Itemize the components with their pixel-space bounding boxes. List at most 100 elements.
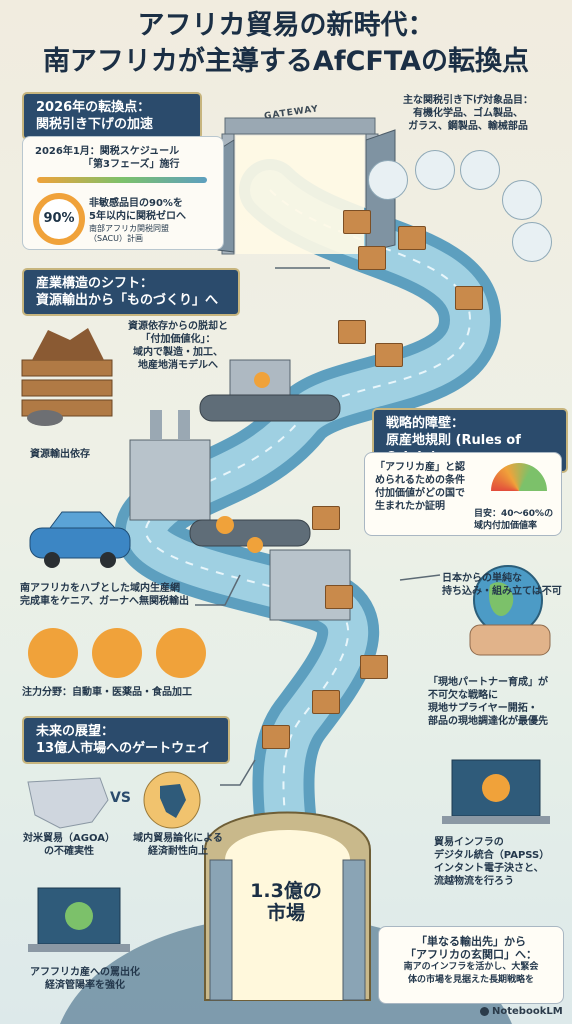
gauge-icon: [491, 463, 547, 491]
section4-header-line1: 未来の展望：: [36, 724, 115, 739]
agoa-line1: 対米貿易（AGOA）: [23, 833, 115, 844]
zero-tariff-desc2: 5年以内に関税ゼロへ: [89, 211, 186, 222]
brand-badge: NotebookLM: [480, 1006, 563, 1017]
conclusion-card: 「単なる輸出先」から 「アフリカの玄関口」へ： 南アのインフラを活かし、大緊会 …: [378, 926, 564, 1004]
us-map-graphic: [27, 777, 109, 829]
cargo-box: [398, 226, 426, 250]
box-icon: [502, 180, 542, 220]
flask-icon: [415, 150, 455, 190]
value-add-line2: 「付加価値化」：: [140, 334, 216, 345]
cargo-box: [358, 246, 386, 270]
car-icon: [28, 628, 78, 678]
phase-line2: 「第3フェーズ」施行: [83, 159, 180, 170]
gauge-line1: 目安：40〜60%の: [474, 509, 554, 519]
factory-top: [199, 359, 341, 422]
section4-header-line2: 13億人市場へのゲートウェイ: [36, 741, 211, 756]
gauge-line2: 域内付加価値率: [474, 521, 538, 531]
page-title: アフリカ貿易の新時代： 南アフリカが主導するAfCFTAの転換点: [0, 8, 572, 80]
conclusion-text: 「単なる輸出先」から 「アフリカの玄関口」へ： 南アのインフラを活かし、大緊会 …: [383, 935, 559, 987]
progress-arrow: [37, 177, 207, 183]
infra-note: 貿易インフラの デジタル統合（PAPSS） インタント電子決さと、 流越物流を行…: [434, 836, 564, 888]
origin-desc2: められるための条件: [375, 475, 465, 486]
target-goods-line3: ガラス、鋼製品、輸械部品: [408, 121, 528, 132]
market-line2: 市場: [266, 902, 305, 924]
sacu-note1: 南部アフリカ関税同盟: [89, 224, 169, 233]
gauge-label: 目安：40〜60%の 域内付加価値率: [474, 508, 553, 532]
cargo-box: [375, 343, 403, 367]
percent-ring: 90%: [33, 193, 85, 245]
vs-label: VS: [110, 790, 131, 806]
food-icon: [156, 628, 206, 678]
origin-desc4: 生まれたか証明: [375, 501, 445, 512]
value-add-line4: 地産地消モデルへ: [138, 360, 218, 371]
target-goods-line1: 主な関税引き下げ対象品目：: [403, 95, 533, 106]
car-graphic: [29, 511, 131, 568]
brand-logo-icon: [480, 1006, 489, 1016]
partner-line3: 現地サプライヤー開拓・: [428, 703, 538, 714]
infra-line4: 流越物流を行ろう: [434, 876, 514, 887]
infra-line1: 貿易インフラの: [434, 837, 504, 848]
zero-tariff-desc1: 非敏感品目の90%を: [89, 198, 183, 209]
intra-line2: 経済耐性向上: [148, 846, 208, 857]
section2-header-line2: 資源輸出から「ものづくり」へ: [36, 293, 219, 308]
infra-line2: デジタル統合（PAPSS）: [434, 850, 550, 861]
section3-header-line1: 戦略的障壁：: [386, 416, 465, 431]
cargo-box: [325, 585, 353, 609]
partner-line4: 部品の現地調達化が最優先: [428, 716, 548, 727]
flask-icon: [368, 160, 408, 200]
cargo-box: [360, 655, 388, 679]
market-line1: 1.3億の: [250, 880, 322, 902]
cargo-box: [343, 210, 371, 234]
cargo-box: [455, 286, 483, 310]
market-label: 1.3億の 市場: [236, 880, 336, 924]
value-add-line1: 資源依存からの脱却と: [128, 321, 228, 332]
cargo-box: [338, 320, 366, 344]
infra-line3: インタント電子決さと、: [434, 863, 544, 874]
brand-label: NotebookLM: [492, 1006, 563, 1017]
section1-header: 2026年の転換点： 関税引き下げの加速: [22, 92, 202, 140]
origin-desc1: 「アフリカ産」と認: [375, 462, 465, 473]
section2-header: 産業構造のシフト： 資源輸出から「ものづくり」へ: [22, 268, 240, 316]
pill-icon: [92, 628, 142, 678]
section2-header-line1: 産業構造のシフト：: [36, 276, 154, 291]
sacu-note2: （SACU）計画: [89, 234, 143, 243]
partner-note: 「現地パートナー育成」が 不可欠な戦略に 現地サプライヤー開拓・ 部品の現地調達…: [428, 676, 564, 728]
phase-line1: 2026年1月：関税スケジュール: [35, 146, 180, 157]
japan-line2: 持ち込み・組み立ては不可: [442, 586, 562, 597]
laptop-caption-line1: アフフリカ産への罵出化: [30, 967, 140, 978]
laptop-caption: アフフリカ産への罵出化 経済管陽率を強化: [10, 966, 160, 992]
handshake-graphic: [469, 624, 551, 656]
target-goods: 主な関税引き下げ対象品目： 有機化学品、ゴム製品、 ガラス、鋼製品、輸械部品: [378, 94, 558, 133]
focus-fields: 注力分野：自動車・医薬品・食品加工: [22, 687, 192, 698]
cargo-box: [262, 725, 290, 749]
conclusion-line4: 体の市場を見据えた長期戦略を: [407, 975, 534, 985]
japan-note: 日本からの単純な 持ち込み・組み立ては不可: [442, 572, 562, 598]
cargo-box: [312, 506, 340, 530]
target-goods-line2: 有機化学品、ゴム製品、: [413, 108, 523, 119]
sa-hub-line2: 完成車をケニア、ガーナへ無関税輸出: [20, 596, 189, 607]
title-line1: アフリカ貿易の新時代：: [137, 10, 435, 41]
percent-value: 90%: [43, 211, 75, 226]
partner-line1: 「現地パートナー育成」が: [428, 677, 548, 688]
title-line2: 南アフリカが主導するAfCFTAの転換点: [42, 46, 530, 77]
cargo-box: [312, 690, 340, 714]
laptop-right: [442, 759, 550, 824]
conclusion-line2: 「アフリカの玄関口」へ：: [405, 948, 537, 961]
origin-desc3: 付加価値がどの国で: [375, 488, 465, 499]
partner-line2: 不可欠な戦略に: [428, 690, 498, 701]
conclusion-line3: 南アのインフラを活かし、大緊会: [403, 962, 539, 972]
laptop-caption-line2: 経済管陽率を強化: [45, 980, 125, 991]
intra-label: 域内貿易論化による 経済耐性向上: [118, 832, 238, 858]
conclusion-line1: 「単なる輸出先」から: [416, 935, 526, 948]
tire-icon: [460, 150, 500, 190]
origin-rule-card: 「アフリカ産」と認 められるための条件 付加価値がどの国で 生まれたか証明: [364, 452, 562, 536]
section4-header: 未来の展望： 13億人市場へのゲートウェイ: [22, 716, 230, 764]
intra-line1: 域内貿易論化による: [133, 833, 223, 844]
agoa-line2: の不確実性: [44, 846, 94, 857]
resource-pile: [21, 328, 113, 426]
gear-icon: [512, 222, 552, 262]
laptop-bottom-left: [28, 887, 130, 952]
sa-hub-desc: 南アフリカをハブとした域内生産網 完成車をケニア、ガーナへ無関税輸出: [20, 582, 220, 608]
resource-export-label: 資源輸出依存: [30, 449, 90, 460]
factory-mid: [129, 410, 311, 547]
